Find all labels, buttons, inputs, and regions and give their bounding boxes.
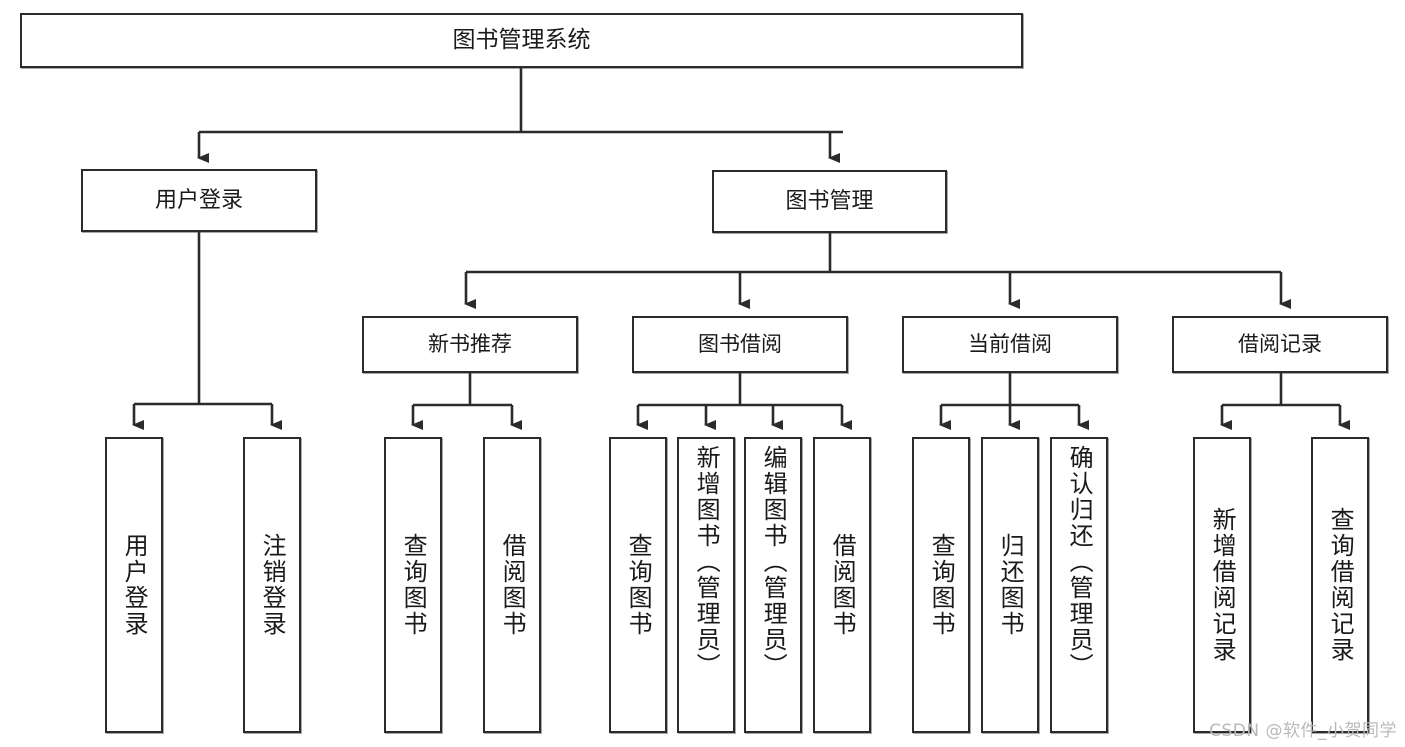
node-user-login[interactable]: 用户登录 [81,169,317,232]
node-label: 查询借阅记录 [1326,507,1355,663]
node-label: 图书管理 [785,188,874,214]
node-borrow-record[interactable]: 借阅记录 [1172,316,1388,373]
node-leaf-rec-borrow[interactable]: 借阅图书 [483,437,541,733]
node-label: 图书借阅 [698,332,782,357]
node-leaf-borrow-edit[interactable]: 编辑图书（管理员） [744,437,802,733]
node-label: 借阅记录 [1238,332,1322,357]
node-root[interactable]: 图书管理系统 [20,13,1023,68]
node-label: 图书管理系统 [452,27,591,54]
node-label: 归还图书 [996,533,1025,637]
node-label: 借阅图书 [498,533,527,637]
node-leaf-rec-add[interactable]: 新增借阅记录 [1193,437,1251,733]
node-leaf-cur-confirm[interactable]: 确认归还（管理员） [1050,437,1108,733]
node-label: 新增图书（管理员） [692,445,721,679]
node-label: 用户登录 [154,187,243,213]
node-label: 编辑图书（管理员） [759,445,788,679]
node-label: 查询图书 [399,533,428,637]
node-leaf-rec-query[interactable]: 查询图书 [384,437,442,733]
node-label: 当前借阅 [968,332,1052,357]
node-label: 新书推荐 [428,332,512,357]
node-leaf-cur-return[interactable]: 归还图书 [981,437,1039,733]
node-current-borrow[interactable]: 当前借阅 [902,316,1118,373]
node-label: 用户登录 [120,533,149,637]
node-label: 借阅图书 [828,533,857,637]
node-leaf-borrow-add[interactable]: 新增图书（管理员） [677,437,735,733]
node-book-manage[interactable]: 图书管理 [712,170,947,233]
node-leaf-rec-query2[interactable]: 查询借阅记录 [1311,437,1369,733]
watermark-text: CSDN @软件_小贺同学 [1209,721,1397,741]
node-label: 查询图书 [927,533,956,637]
node-book-borrow[interactable]: 图书借阅 [632,316,848,373]
node-label: 注销登录 [258,533,287,637]
node-leaf-user-login[interactable]: 用户登录 [105,437,163,733]
node-leaf-borrow-lend[interactable]: 借阅图书 [813,437,871,733]
node-leaf-borrow-query[interactable]: 查询图书 [609,437,667,733]
node-label: 新增借阅记录 [1208,507,1237,663]
node-label: 确认归还（管理员） [1065,445,1094,679]
node-new-book-rec[interactable]: 新书推荐 [362,316,578,373]
node-label: 查询图书 [624,533,653,637]
node-leaf-user-logout[interactable]: 注销登录 [243,437,301,733]
node-leaf-cur-query[interactable]: 查询图书 [912,437,970,733]
